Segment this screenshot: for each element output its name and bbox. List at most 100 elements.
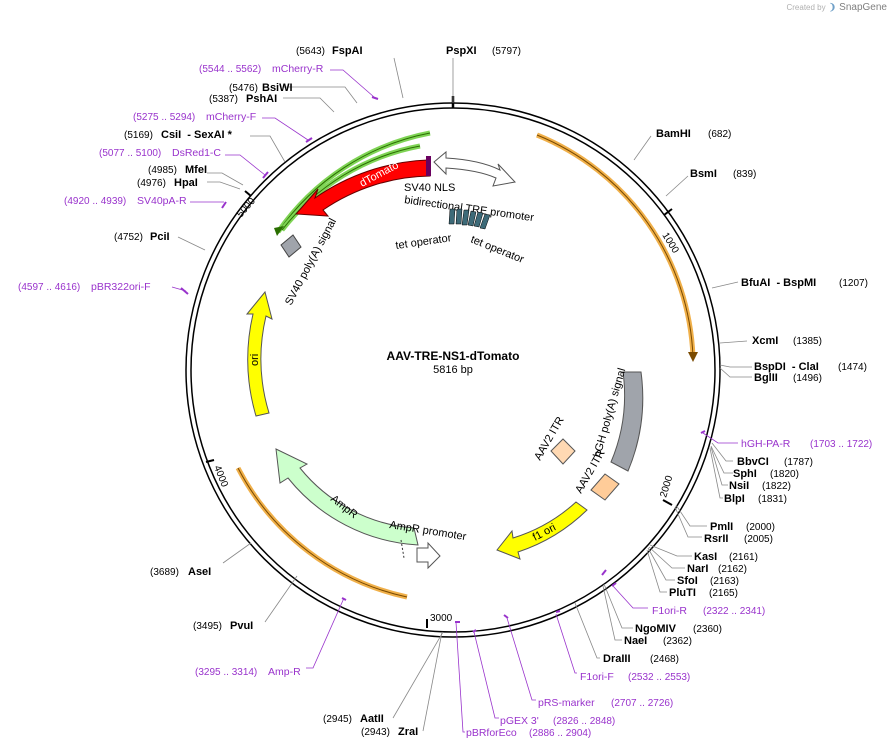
site-pluti: PluTI <box>669 587 696 599</box>
site-pmli: PmlI <box>710 521 733 533</box>
site-pos-bspdi-clai: (1474) <box>838 362 867 373</box>
site-sfoi: SfoI <box>677 575 698 587</box>
primer-leaders <box>171 69 738 733</box>
site-nari: NarI <box>687 563 708 575</box>
feature-ori[interactable] <box>245 290 273 417</box>
site-pos-naei: (2362) <box>663 636 692 647</box>
site-pos-asei: (3689) <box>150 567 179 578</box>
primer-pbrforeco: pBRforEco <box>466 727 517 739</box>
site-aatii: AatII <box>360 713 384 725</box>
primer-range-mcherry-f: (5275 .. 5294) <box>133 112 195 123</box>
site-pcii: PciI <box>150 231 170 243</box>
tick-5000 <box>244 190 252 197</box>
created-by-label: Created by <box>786 3 826 12</box>
site-mfei: MfeI <box>185 164 207 176</box>
site-bfuai-bspmi: BfuAI - BspMI <box>741 277 816 289</box>
primer-sv40pa-r: SV40pA-R <box>137 195 187 207</box>
primer-marks <box>180 96 706 633</box>
snapgene-brand: Created by ❩ SnapGene <box>786 2 887 13</box>
site-pos-pspxi: (5797) <box>492 46 521 57</box>
feature-aav2-itr-1[interactable] <box>550 438 576 465</box>
feature-label-tet-operator-2: tet operator <box>469 234 526 266</box>
primer-range-pbrforeco: (2886 .. 2904) <box>529 728 591 739</box>
site-pvui: PvuI <box>230 620 253 632</box>
feature-dtomato[interactable] <box>294 159 431 217</box>
snapgene-logo-icon: ❩ <box>828 2 837 12</box>
site-pos-zrai: (2943) <box>361 727 390 738</box>
site-pos-pshai: (5387) <box>209 94 238 105</box>
site-pos-kasi: (2161) <box>729 552 758 563</box>
feature-aav2-itr-2[interactable] <box>590 473 620 501</box>
site-pos-bglii: (1496) <box>793 373 822 384</box>
feature-label-sv40-nls: SV40 NLS <box>404 182 455 194</box>
site-bglii: BglII <box>754 372 778 384</box>
primer-prs-marker: pRS-marker <box>538 697 595 709</box>
site-pos-pluti: (2165) <box>709 588 738 599</box>
feature-tet-operators[interactable] <box>448 208 491 230</box>
site-fspai: FspAI <box>332 45 363 57</box>
tick-label-2000: 2000 <box>658 474 675 499</box>
site-hpai: HpaI <box>174 177 198 189</box>
primer-hgh-pa-r: hGH-PA-R <box>741 438 791 450</box>
site-pos-fspai: (5643) <box>296 46 325 57</box>
primer-range-f1ori-r: (2322 .. 2341) <box>703 606 765 617</box>
site-ngomiv: NgoMIV <box>635 623 677 635</box>
site-pos-draiii: (2468) <box>650 654 679 665</box>
feature-label-tet-operator-1: tet operator <box>395 232 453 252</box>
feature-label-sv40-polya: SV40 poly(A) signal <box>283 216 339 307</box>
site-bsmi: BsmI <box>690 168 717 180</box>
primer-amp-r: Amp-R <box>268 666 301 678</box>
site-pos-pvui: (3495) <box>193 621 222 632</box>
site-bbvci: BbvCI <box>737 456 769 468</box>
site-pos-bbvci: (1787) <box>784 457 813 468</box>
site-pos-bsiwi: (5476) <box>229 83 258 94</box>
tick-2000 <box>662 499 673 506</box>
primer-f1ori-f: F1ori-F <box>580 671 614 683</box>
site-csii-sexai: CsiI - SexAI * <box>161 129 233 141</box>
primer-range-mcherry-r: (5544 .. 5562) <box>199 64 261 75</box>
orf-arrow-icon <box>688 352 698 362</box>
primer-dsred1-c: DsRed1-C <box>172 147 221 159</box>
site-bsiwi: BsiWI <box>262 82 293 94</box>
site-zrai: ZraI <box>398 726 418 738</box>
primer-f1ori-r: F1ori-R <box>652 605 687 617</box>
site-kasi: KasI <box>694 551 717 563</box>
primer-range-sv40pa-r: (4920 .. 4939) <box>64 196 126 207</box>
site-pos-pcii: (4752) <box>114 232 143 243</box>
site-xcmi: XcmI <box>752 335 778 347</box>
site-pos-bfuai-bspmi: (1207) <box>839 278 868 289</box>
primer-range-hgh-pa-r: (1703 .. 1722) <box>810 439 872 450</box>
plasmid-length: 5816 bp <box>433 364 473 376</box>
tick-4000 <box>205 459 215 463</box>
site-labels: PspXI (5797) FspAI (5643) BsiWI (5476) P… <box>114 45 868 738</box>
primer-mcherry-f: mCherry-F <box>206 111 256 123</box>
site-draiii: DraIII <box>603 653 631 665</box>
site-pos-pmli: (2000) <box>746 522 775 533</box>
feature-tre-promoter[interactable] <box>433 150 516 187</box>
site-pos-sfoi: (2163) <box>710 576 739 587</box>
feature-f1-ori[interactable] <box>496 501 588 560</box>
site-nsii: NsiI <box>729 480 749 492</box>
site-pos-hpai: (4976) <box>137 178 166 189</box>
primer-range-prs-marker: (2707 .. 2726) <box>611 698 673 709</box>
feature-ampr-promoter[interactable] <box>416 541 441 570</box>
feature-hgh-polya[interactable] <box>610 371 644 472</box>
site-pos-ngomiv: (2360) <box>693 624 722 635</box>
site-pos-rsrii: (2005) <box>744 534 773 545</box>
site-pos-nari: (2162) <box>718 564 747 575</box>
site-asei: AseI <box>188 566 211 578</box>
site-pos-csii-sexai: (5169) <box>124 130 153 141</box>
primer-range-amp-r: (3295 .. 3314) <box>195 667 257 678</box>
orf-arcs <box>235 130 698 600</box>
site-pspxi: PspXI <box>446 45 477 57</box>
primer-pgex-3: pGEX 3' <box>500 715 539 727</box>
tick-1000 <box>663 208 673 216</box>
orf-arrow-icon <box>274 226 284 236</box>
site-bspdi-clai: BspDI - ClaI <box>754 361 819 373</box>
brand-name: SnapGene <box>839 2 887 13</box>
feature-sv40-nls <box>426 156 431 176</box>
site-pos-aatii: (2945) <box>323 714 352 725</box>
feature-label-ori: ori <box>249 354 261 366</box>
feature-ampr[interactable] <box>275 448 419 546</box>
feature-sv40-polya[interactable] <box>280 234 302 258</box>
